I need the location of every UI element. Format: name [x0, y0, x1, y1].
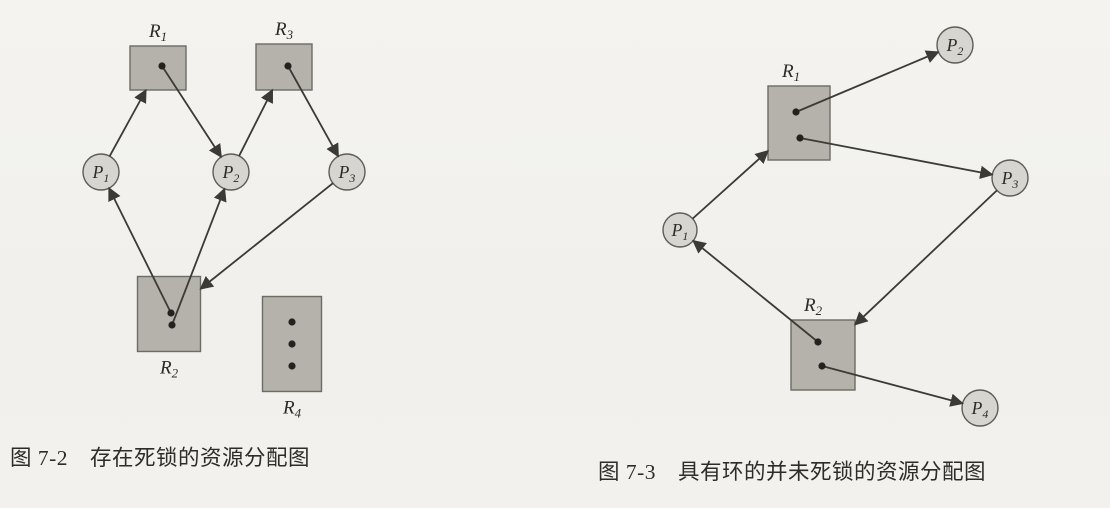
process-node-P2: [936, 26, 974, 64]
request-edge-P3-R2: [854, 189, 998, 326]
assignment-edge-R1-P2: [795, 50, 940, 113]
process-node-P2: [212, 153, 250, 191]
node-label-R3: R3: [274, 19, 293, 42]
request-edge-P1-R1: [108, 88, 147, 157]
resource-instance-dot-R1-0: [158, 62, 166, 70]
resource-instance-dot-R4-0: [288, 318, 296, 326]
assignment-edge-R2-P4: [821, 365, 964, 407]
node-label-P1: P1: [671, 220, 689, 243]
resource-instance-dot-R1-1: [796, 134, 804, 142]
node-label-R1: R1: [148, 21, 167, 44]
node-label-P1: P1: [92, 162, 110, 185]
node-label-P2: P2: [222, 162, 240, 185]
resource-node-R2: [790, 319, 856, 391]
resource-instance-dot-R3-0: [284, 62, 292, 70]
process-node-P1: [82, 153, 120, 191]
assignment-edge-R1-P3: [799, 137, 994, 179]
process-node-P4: [961, 389, 999, 427]
assignment-edge-R2-P1: [108, 186, 172, 314]
process-node-P3: [328, 153, 366, 191]
request-edge-P2-R3: [238, 88, 274, 157]
assignment-edge-R2-P2: [171, 187, 227, 326]
resource-instance-dot-R4-2: [288, 362, 296, 370]
node-label-P3: P3: [1001, 168, 1019, 191]
resource-instance-dot-R1-0: [792, 108, 800, 116]
resource-instance-dot-R2-1: [818, 362, 826, 370]
resource-node-R2: [136, 275, 202, 353]
request-edge-P1-R1: [692, 149, 770, 220]
assignment-edge-R1-P2: [161, 65, 222, 159]
request-edge-P3-R2: [199, 182, 334, 290]
resource-node-R1: [129, 45, 187, 91]
node-label-R1: R1: [781, 61, 800, 84]
node-label-R4: R4: [282, 398, 302, 421]
assignment-edge-R3-P3: [287, 65, 340, 158]
node-label-R2: R2: [803, 295, 823, 318]
node-label-R2: R2: [159, 358, 179, 381]
resource-instance-dot-R2-0: [167, 309, 175, 317]
figure-7-2-caption: 图 7-2 存在死锁的资源分配图: [10, 446, 311, 470]
node-label-P4: P4: [971, 398, 989, 421]
process-node-P1: [662, 212, 698, 248]
resource-instance-dot-R2-1: [168, 321, 176, 329]
resource-instance-dot-R2-0: [814, 338, 822, 346]
resource-node-R1: [767, 85, 831, 161]
assignment-edge-R2-P1: [692, 239, 819, 343]
resource-node-R3: [255, 43, 313, 91]
figure-7-3-caption: 图 7-3 具有环的并未死锁的资源分配图: [598, 460, 987, 484]
node-label-P2: P2: [946, 35, 964, 58]
resource-instance-dot-R4-1: [288, 340, 296, 348]
node-label-P3: P3: [338, 162, 356, 185]
